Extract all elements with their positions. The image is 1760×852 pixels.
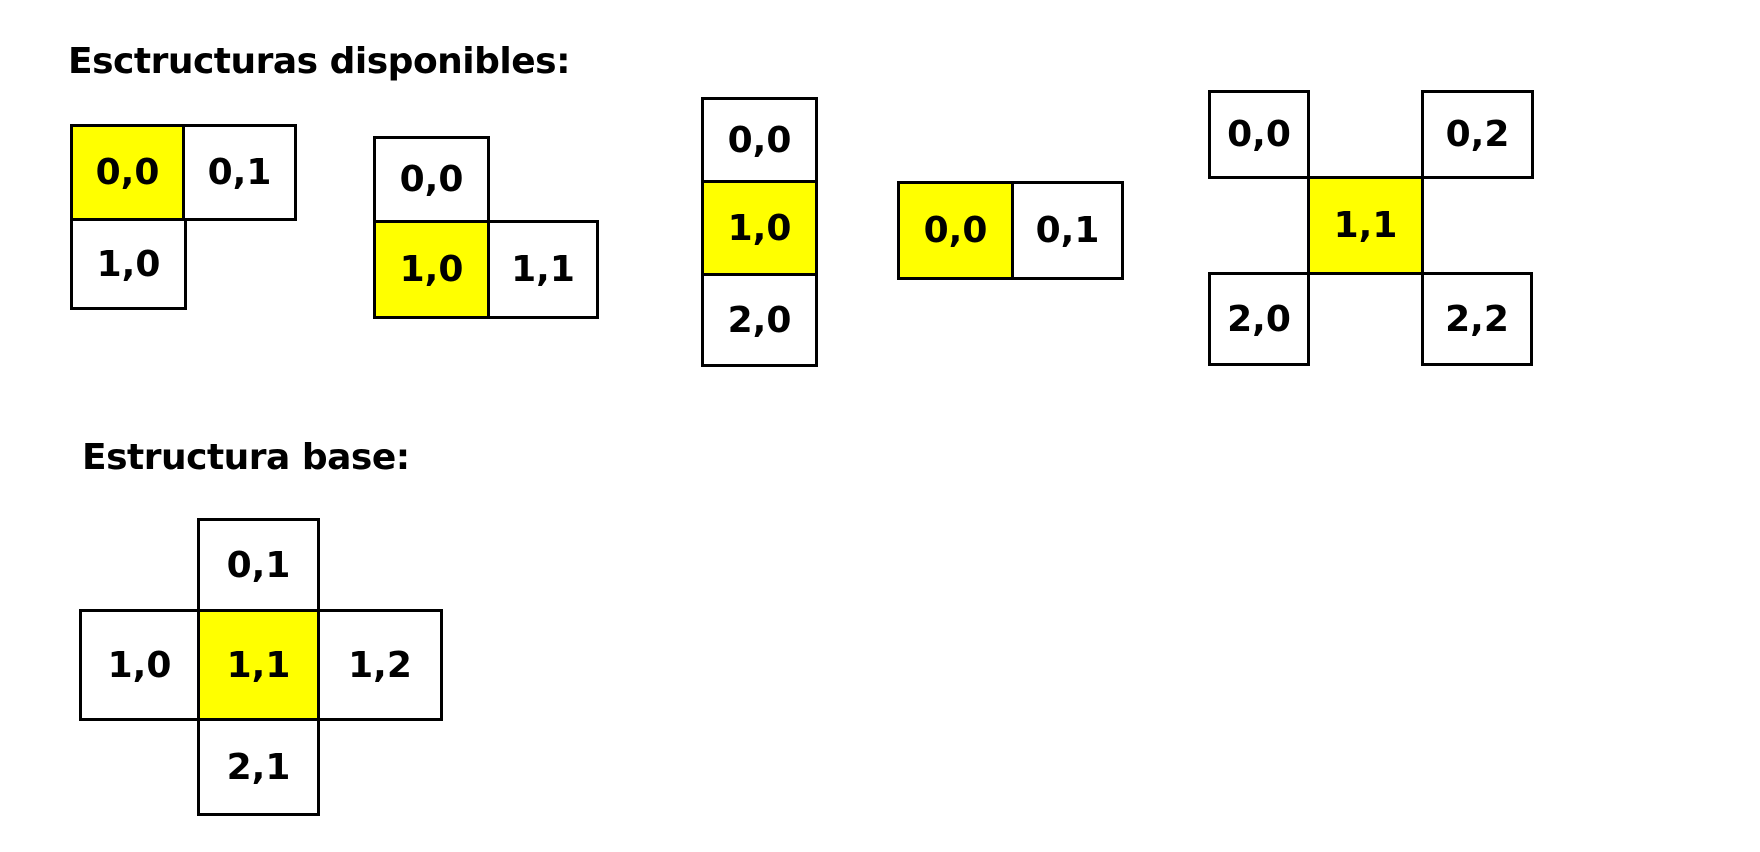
highlighted-cell: 1,1: [197, 609, 320, 721]
structure-cell: 0,0: [701, 97, 818, 183]
structure-cell: 0,1: [1011, 181, 1124, 280]
structure-cell: 2,2: [1421, 272, 1533, 366]
highlighted-cell: 0,0: [897, 181, 1014, 280]
structure-cell: 2,1: [197, 718, 320, 816]
structure-cell: 0,0: [373, 136, 490, 223]
highlighted-cell: 0,0: [70, 124, 185, 221]
structure-cell: 1,1: [487, 220, 599, 319]
base-structure-heading: Estructura base:: [82, 437, 410, 478]
structure-cell: 1,0: [79, 609, 200, 721]
structure-cell: 0,1: [182, 124, 297, 221]
structure-cell: 1,0: [70, 218, 187, 310]
structure-cell: 2,0: [701, 273, 818, 367]
highlighted-cell: 1,0: [373, 220, 490, 319]
highlighted-cell: 1,0: [701, 180, 818, 276]
structure-cell: 0,0: [1208, 90, 1310, 179]
structure-cell: 0,1: [197, 518, 320, 612]
highlighted-cell: 1,1: [1307, 176, 1424, 275]
structure-cell: 2,0: [1208, 272, 1310, 366]
structure-cell: 1,2: [317, 609, 443, 721]
structure-cell: 0,2: [1421, 90, 1534, 179]
available-structures-heading: Esctructuras disponibles:: [68, 41, 571, 82]
